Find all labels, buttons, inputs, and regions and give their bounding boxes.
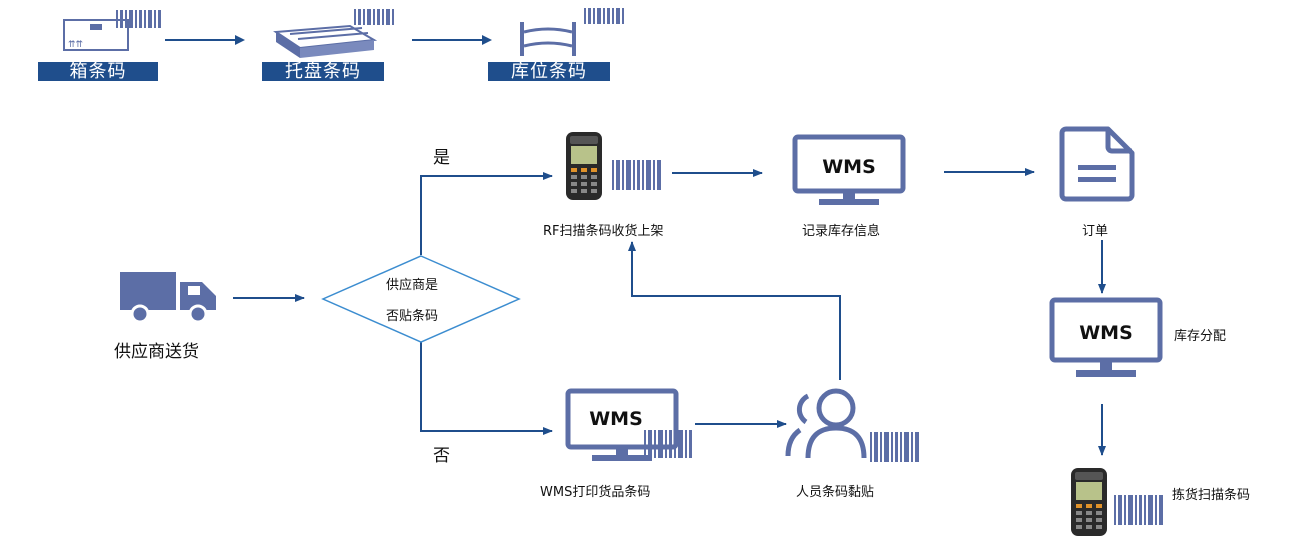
yes-label: 是 xyxy=(433,148,450,168)
barcode-icon xyxy=(612,160,661,190)
barcode-icon xyxy=(584,8,624,24)
decision-diamond xyxy=(321,255,521,343)
people-icon xyxy=(785,388,867,459)
decision-text-line2: 否贴条码 xyxy=(386,309,439,324)
barcode-icon xyxy=(644,430,692,458)
svg-text:⇈⇈: ⇈⇈ xyxy=(68,40,84,50)
scanner-icon xyxy=(566,132,602,200)
scanner-icon xyxy=(1071,468,1107,536)
staff-label-text: 人员条码黏贴 xyxy=(796,485,875,500)
decision-text-line1: 供应商是 xyxy=(386,278,439,293)
barcode-icon xyxy=(1114,495,1163,525)
barcode-icon xyxy=(354,9,394,25)
truck-icon xyxy=(120,272,216,324)
rf-scan-label: RF扫描条码收货上架 xyxy=(543,224,664,239)
document-icon xyxy=(1059,126,1135,202)
pick-scan-label: 拣货扫描条码 xyxy=(1172,488,1251,503)
barcode-icon xyxy=(116,10,161,28)
monitor-wms-text: WMS xyxy=(822,156,876,178)
monitor-icon: WMS xyxy=(1049,297,1163,377)
monitor-icon: WMS xyxy=(792,134,906,205)
shelf-icon xyxy=(520,22,576,56)
location-barcode-label: 库位条码 xyxy=(488,62,610,81)
order-label: 订单 xyxy=(1082,224,1109,239)
barcode-icon xyxy=(870,432,919,462)
wms-print-label: WMS打印货品条码 xyxy=(540,485,651,500)
no-label: 否 xyxy=(433,446,450,466)
inventory-alloc-label: 库存分配 xyxy=(1174,329,1227,344)
arrow-connector xyxy=(165,35,245,45)
monitor-wms-text: WMS xyxy=(589,408,643,430)
box-barcode-label: 箱条码 xyxy=(38,62,158,81)
pallet-icon xyxy=(273,24,378,58)
record-inventory-label: 记录库存信息 xyxy=(802,224,881,239)
monitor-wms-text: WMS xyxy=(1079,322,1133,344)
supplier-delivery-label: 供应商送货 xyxy=(114,342,199,362)
pallet-barcode-label: 托盘条码 xyxy=(262,62,384,81)
arrow-connector xyxy=(412,35,492,45)
